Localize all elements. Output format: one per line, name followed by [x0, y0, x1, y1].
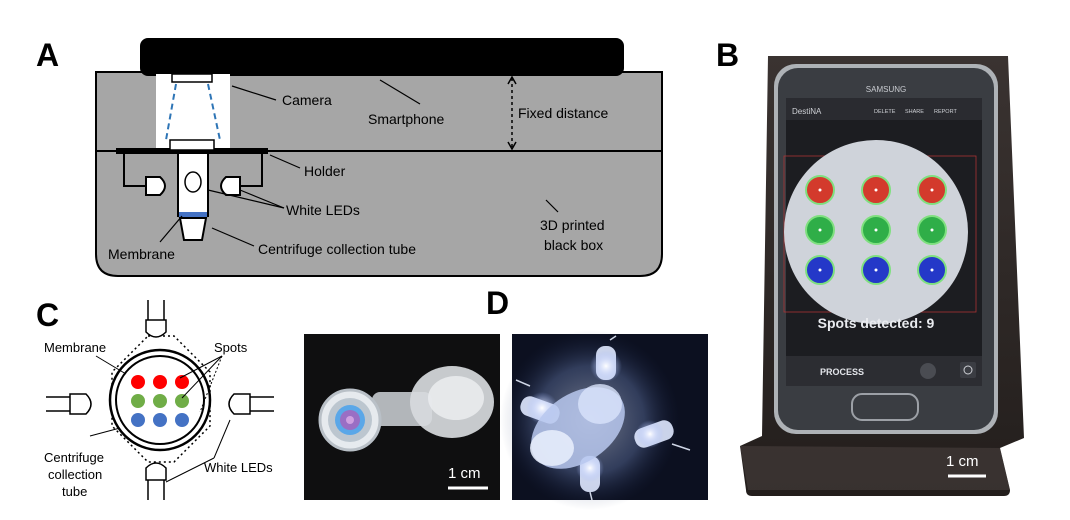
fixed-distance-arrowheads — [507, 75, 517, 151]
holder — [116, 148, 268, 154]
camera-lens — [171, 73, 213, 83]
led-right-wire — [240, 154, 263, 187]
settings-icon — [963, 365, 973, 375]
spot-c-2-1 — [153, 413, 167, 427]
detected-spot-center-0-1 — [874, 188, 878, 192]
led-left-wire — [123, 154, 146, 187]
panel-d-letter: D — [486, 285, 509, 321]
app-name: DestiNA — [792, 107, 822, 116]
app-header — [786, 98, 982, 120]
label-camera: Camera — [282, 92, 332, 108]
detected-spots — [805, 175, 947, 285]
panel-c-leds — [46, 300, 274, 500]
app-menu-delete[interactable]: DELETE — [874, 109, 896, 115]
detected-spot-center-0-2 — [930, 188, 934, 192]
tube-body — [177, 154, 209, 217]
illumination-outline — [111, 335, 211, 463]
label-c-tube-1: Centrifuge — [44, 450, 104, 465]
scale-label-left: 1 cm — [448, 465, 481, 482]
led-photo-tube — [530, 384, 625, 469]
membrane-spots — [131, 375, 189, 427]
label-membrane: Membrane — [108, 246, 175, 262]
detected-spot-center-1-2 — [930, 228, 934, 232]
phone-brand: SAMSUNG — [866, 85, 906, 94]
capture-button[interactable] — [920, 363, 936, 379]
label-c-white-leds: White LEDs — [204, 460, 273, 475]
led-top — [145, 319, 167, 338]
membrane-spot-view — [346, 416, 354, 424]
panel-a-leaders — [159, 79, 559, 247]
panel-c-leaders — [89, 355, 231, 483]
tube-window — [184, 171, 202, 193]
spot-c-0-0 — [131, 375, 145, 389]
panel-b-letter: B — [716, 37, 739, 73]
label-c-spots: Spots — [214, 340, 248, 355]
panel-b: B SAMSUNG DestiNA DELETE SHARE REPORT Sp… — [716, 37, 1024, 496]
spot-c-1-1 — [153, 394, 167, 408]
home-button[interactable] — [851, 393, 919, 421]
detected-spot-center-1-1 — [874, 228, 878, 232]
led-left — [145, 176, 166, 196]
detected-spot-center-1-0 — [818, 228, 822, 232]
spots-detected-text: Spots detected: 9 — [818, 315, 935, 331]
tube-cap — [169, 139, 215, 151]
tube-lid-inner — [428, 376, 484, 420]
led-bottom — [145, 462, 167, 481]
spot-c-1-2 — [175, 394, 189, 408]
led-right-c — [228, 393, 251, 415]
panel-a: A — [36, 37, 663, 277]
app-menu-share[interactable]: SHARE — [905, 109, 924, 115]
led-right — [220, 176, 241, 196]
panel-c-letter: C — [36, 297, 59, 333]
label-fixed-distance: Fixed distance — [518, 105, 608, 121]
detected-spot-center-0-0 — [818, 188, 822, 192]
label-white-leds: White LEDs — [286, 202, 360, 218]
detected-spot-center-2-1 — [874, 268, 878, 272]
panel-c: C Membrane Spots Centrifuge c — [36, 297, 274, 500]
label-holder: Holder — [304, 163, 346, 179]
scale-label-b: 1 cm — [946, 453, 979, 470]
led-left-c — [69, 393, 92, 415]
app-menu-report[interactable]: REPORT — [934, 109, 957, 115]
smartphone-body — [140, 38, 624, 76]
process-button[interactable]: PROCESS — [820, 367, 864, 377]
holder-box-front — [740, 446, 1010, 490]
label-printed-box-1: 3D printed — [540, 217, 605, 233]
spot-c-2-2 — [175, 413, 189, 427]
label-tube: Centrifuge collection tube — [258, 241, 416, 257]
label-c-tube-3: tube — [62, 484, 87, 499]
settings-button[interactable] — [960, 362, 976, 378]
label-printed-box-2: black box — [544, 237, 603, 253]
membrane-layer — [179, 212, 207, 217]
detected-spot-center-2-0 — [818, 268, 822, 272]
panel-d: D 1 cm — [304, 285, 708, 510]
spot-c-0-1 — [153, 375, 167, 389]
detected-spot-center-2-2 — [930, 268, 934, 272]
spot-c-1-0 — [131, 394, 145, 408]
spot-c-2-0 — [131, 413, 145, 427]
printed-black-box — [95, 71, 663, 277]
spot-c-0-2 — [175, 375, 189, 389]
label-c-membrane: Membrane — [44, 340, 106, 355]
tube-tip — [178, 217, 208, 241]
panel-a-letter: A — [36, 37, 59, 73]
app-bottom-bar — [786, 356, 982, 386]
label-c-tube-2: collection — [48, 467, 102, 482]
label-smartphone: Smartphone — [368, 111, 444, 127]
camera-well — [156, 74, 230, 150]
